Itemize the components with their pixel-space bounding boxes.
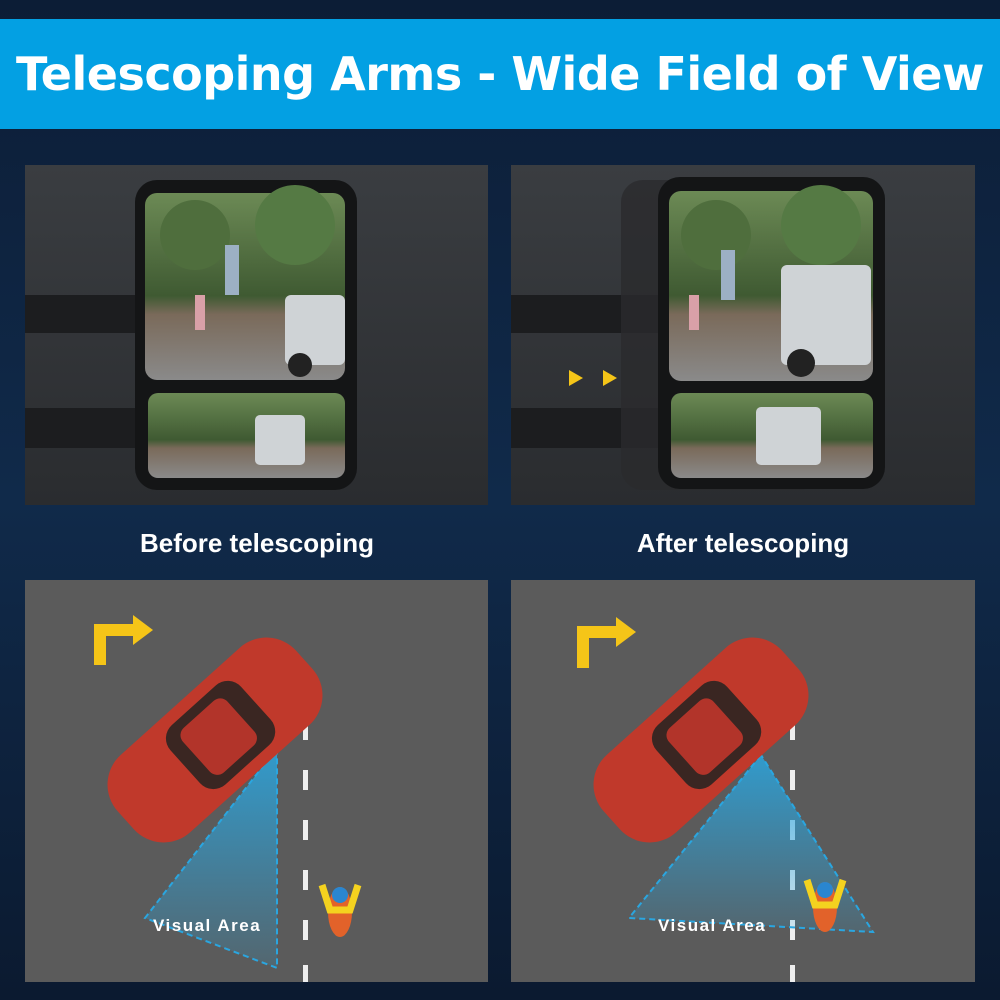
motorcycle-icon bbox=[803, 878, 847, 932]
visual-area-before-diagram: Visual Area bbox=[25, 580, 488, 982]
slide-arrows-icon bbox=[569, 370, 617, 386]
page-title: Telescoping Arms - Wide Field of View bbox=[16, 47, 984, 101]
caption-before: Before telescoping bbox=[139, 528, 375, 558]
mirror-after-photo bbox=[511, 165, 975, 505]
car-icon bbox=[107, 637, 323, 843]
lane-divider bbox=[303, 720, 308, 982]
caption-after: After telescoping bbox=[636, 528, 850, 558]
visual-area-label: Visual Area bbox=[153, 916, 262, 935]
visual-area-cone bbox=[143, 745, 278, 970]
visual-area-label: Visual Area bbox=[658, 916, 767, 935]
visual-area-after-diagram: Visual Area bbox=[511, 580, 975, 982]
turn-arrow-icon bbox=[577, 626, 618, 668]
car-icon bbox=[593, 637, 809, 843]
turn-arrow-icon bbox=[94, 624, 135, 665]
motorcycle-icon bbox=[318, 883, 362, 937]
title-banner: Telescoping Arms - Wide Field of View bbox=[0, 19, 1000, 129]
mirror-before-photo bbox=[25, 165, 488, 505]
